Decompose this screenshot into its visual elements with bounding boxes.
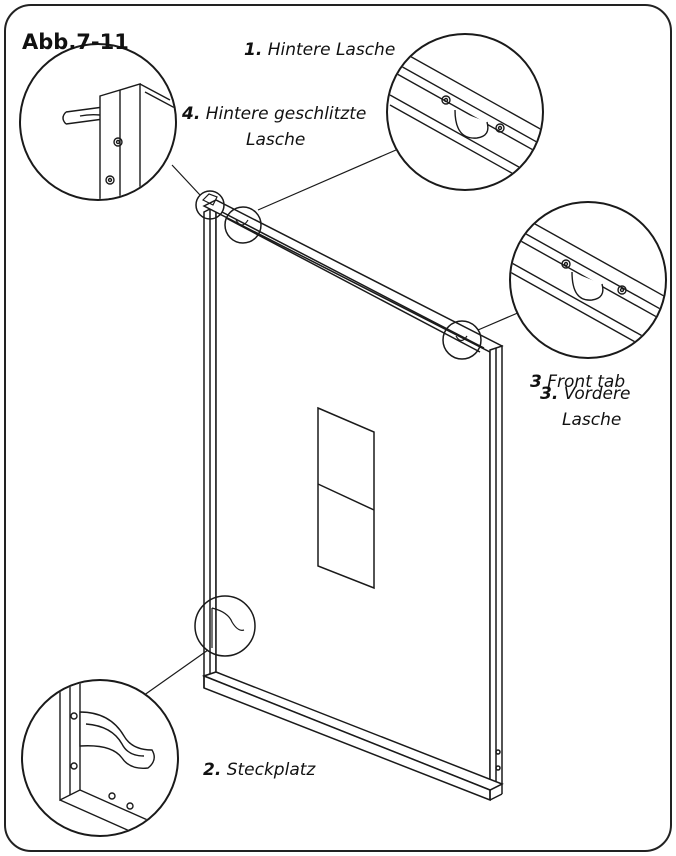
leader-lines (139, 149, 521, 699)
label-front-tab: 3 Front tab (530, 372, 625, 392)
label-text: Vordere (563, 384, 631, 404)
zoom-circle-front-tab (509, 201, 667, 359)
label-hintere-geschlitzte-line2: Lasche (246, 130, 306, 150)
zoom-circle-slotted-tab (19, 43, 177, 201)
panel-window (317, 406, 375, 590)
ring-details (201, 193, 468, 648)
door-panel (201, 199, 504, 802)
label-text: Steckplatz (226, 760, 316, 780)
label-hintere-lasche: 1. Hintere Lasche (244, 40, 395, 60)
zoom-circle-slot (21, 679, 179, 837)
label-steckplatz: 2. Steckplatz (203, 760, 315, 780)
label-vordere-lasche: 3. Vordere (540, 384, 630, 404)
label-number: 2. (203, 760, 222, 780)
figure-title: Abb.7-11 (22, 30, 129, 54)
label-text: Front tab (547, 372, 626, 392)
callout-rings (194, 190, 482, 657)
figure-border (4, 4, 672, 852)
label-text: Hintere Lasche (267, 40, 396, 60)
label-number: 4. (182, 104, 201, 124)
label-vordere-lasche-line2: Lasche (562, 410, 622, 430)
label-number: 3 (530, 372, 542, 392)
zoom-circle-rear-tab (386, 33, 544, 191)
label-number: 1. (244, 40, 263, 60)
label-hintere-geschlitzte: 4. Hintere geschlitzte (182, 104, 366, 124)
label-number: 3. (540, 384, 559, 404)
label-text: Hintere geschlitzte (205, 104, 367, 124)
